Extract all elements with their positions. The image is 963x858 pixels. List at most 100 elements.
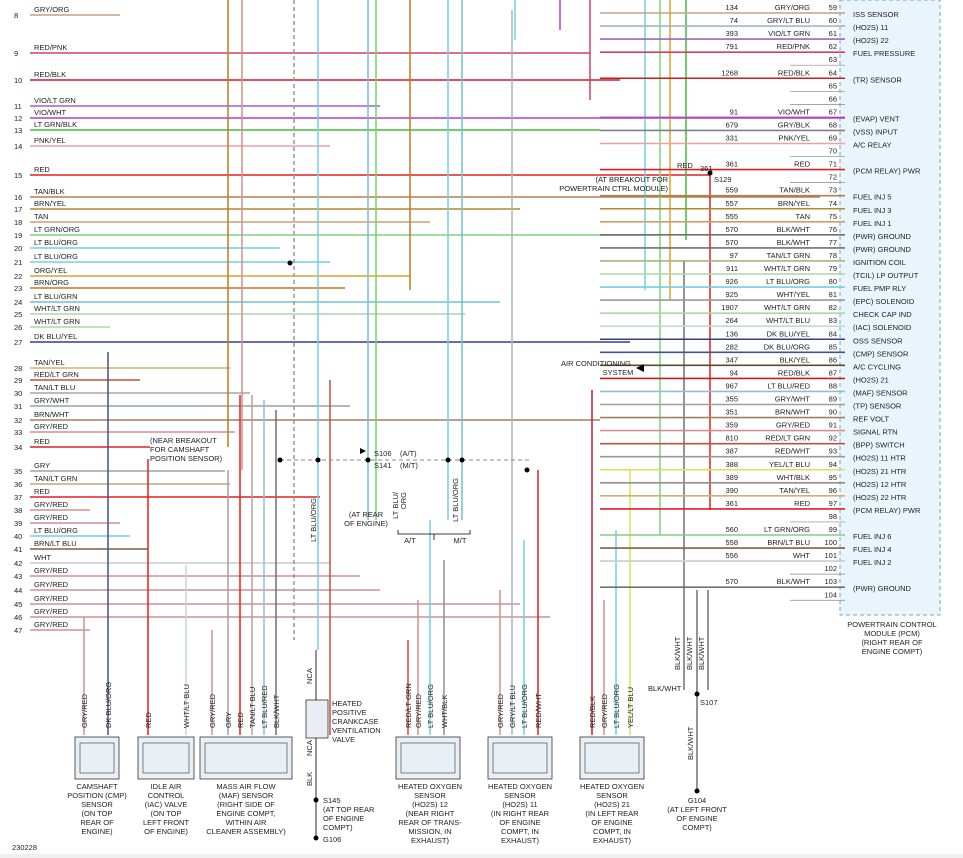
wire-label: GRY/RED (34, 620, 69, 629)
component-wire-label: LT BLU/RED (260, 685, 269, 728)
pcm-pin-number: 64 (829, 68, 837, 77)
pcm-wire-color: TAN/LT GRN (767, 251, 810, 260)
pcm-pin-function: FUEL INJ 4 (853, 545, 891, 554)
wire-number: 9 (14, 49, 18, 58)
pcm-circuit-number: 556 (725, 551, 738, 560)
pcm-pin-number: 77 (829, 238, 837, 247)
pcm-pin-number: 63 (829, 55, 837, 64)
pcm-pin-number: 70 (829, 147, 837, 156)
pcm-pin-function: IGNITION COIL (853, 258, 906, 267)
pcv-wire-label: BLK (305, 772, 314, 786)
pcm-wire-color: BLK/WHT (777, 238, 811, 247)
pcm-circuit-number: 134 (725, 3, 738, 12)
pcm-pin-function: (PCM RELAY) PWR (853, 167, 921, 176)
s129-splice (707, 170, 713, 176)
pcm-circuit-number: 967 (725, 381, 738, 390)
s129-note-2: POWERTRAIN CTRL MODULE) (559, 184, 668, 193)
pcm-pin-function: (PWR) GROUND (853, 245, 911, 254)
pcm-pin-function: (HO2S) 11 HTR (853, 454, 906, 463)
pcm-pin-function: FUEL PRESSURE (853, 49, 915, 58)
component-symbol-icon (142, 742, 190, 774)
pcm-circuit-number: 570 (725, 225, 738, 234)
wire-label: GRY/RED (34, 422, 69, 431)
pcm-wire-color: RED/WHT (775, 447, 810, 456)
pcm-wire-color: GRY/RED (776, 421, 811, 430)
pcm-circuit-number: 558 (725, 538, 738, 547)
wire-label: TAN/YEL (34, 358, 65, 367)
s106-at: (A/T) (400, 449, 417, 458)
pcm-pin-number: 60 (829, 16, 837, 25)
component-label: MISSION, IN (408, 827, 451, 836)
pcm-circuit-number: 359 (725, 421, 738, 430)
wire-label: ORG/YEL (34, 266, 67, 275)
wire-number: 39 (14, 519, 22, 528)
component-label: CONTROL (148, 791, 185, 800)
component-label: POSITIVE (332, 708, 367, 717)
pcm-circuit-number: 911 (726, 264, 738, 273)
wire-number: 44 (14, 586, 22, 595)
component-box (74, 736, 120, 780)
component-label: VENTILATION (332, 726, 381, 735)
pcm-title-4: ENGINE COMPT) (862, 647, 923, 656)
pcm-circuit-number: 559 (725, 186, 738, 195)
component-label: (RIGHT SIDE OF (217, 800, 275, 809)
pcm-pin-function: FUEL INJ 2 (853, 558, 891, 567)
pcm-pin-function: (PWR) GROUND (853, 584, 911, 593)
component-wire-label: RED (236, 712, 245, 728)
wire-label: RED (34, 165, 50, 174)
wire-label: VIO/WHT (34, 108, 66, 117)
pcm-pin-function: (PCM RELAY) PWR (853, 506, 921, 515)
pcm-circuit-number: 570 (725, 577, 738, 586)
pcm-pin-function: (MAF) SENSOR (853, 388, 908, 397)
pcm-pin-number: 88 (829, 381, 837, 390)
pcm-pin-function: (HO2S) 21 HTR (853, 467, 907, 476)
component-label: ENGINE COMPT, (216, 809, 275, 818)
pcm-ground-wire-label: BLK/WHT (673, 636, 682, 670)
pcm-circuit-number: 136 (725, 329, 738, 338)
pcm-circuit-number: 91 (730, 107, 738, 116)
splice-dot-2 (315, 457, 321, 463)
component-label: (ON TOP (151, 809, 182, 818)
pcm-wire-color: WHT (793, 551, 810, 560)
pcm-pin-function: A/C RELAY (853, 141, 892, 150)
wire-label: RED/BLK (34, 70, 66, 79)
component-label: EXHAUST) (411, 836, 449, 845)
pcm-pin-function: (IAC) SOLENOID (853, 323, 912, 332)
component-label: IDLE AIR (151, 782, 182, 791)
wire-number: 41 (14, 545, 22, 554)
pcm-wire-color: RED/BLK (778, 368, 810, 377)
wire-label: GRY/ORG (34, 5, 69, 14)
component-symbol-icon (204, 742, 288, 774)
pcm-pin-number: 97 (829, 499, 837, 508)
pcm-pin-number: 87 (829, 368, 837, 377)
component-label: OF ENGINE (499, 818, 540, 827)
component-symbol-icon (79, 742, 115, 774)
component-label: (IN LEFT REAR (585, 809, 639, 818)
component-box (579, 736, 645, 780)
component-label: OF ENGINE) (144, 827, 188, 836)
pcm-wire-color: WHT/LT GRN (764, 303, 810, 312)
wire-number: 8 (14, 11, 18, 20)
pcm-wire-color: VIO/WHT (778, 107, 810, 116)
pcm-pin-102: 102 (790, 564, 845, 575)
s106-arrow-icon (360, 448, 366, 454)
